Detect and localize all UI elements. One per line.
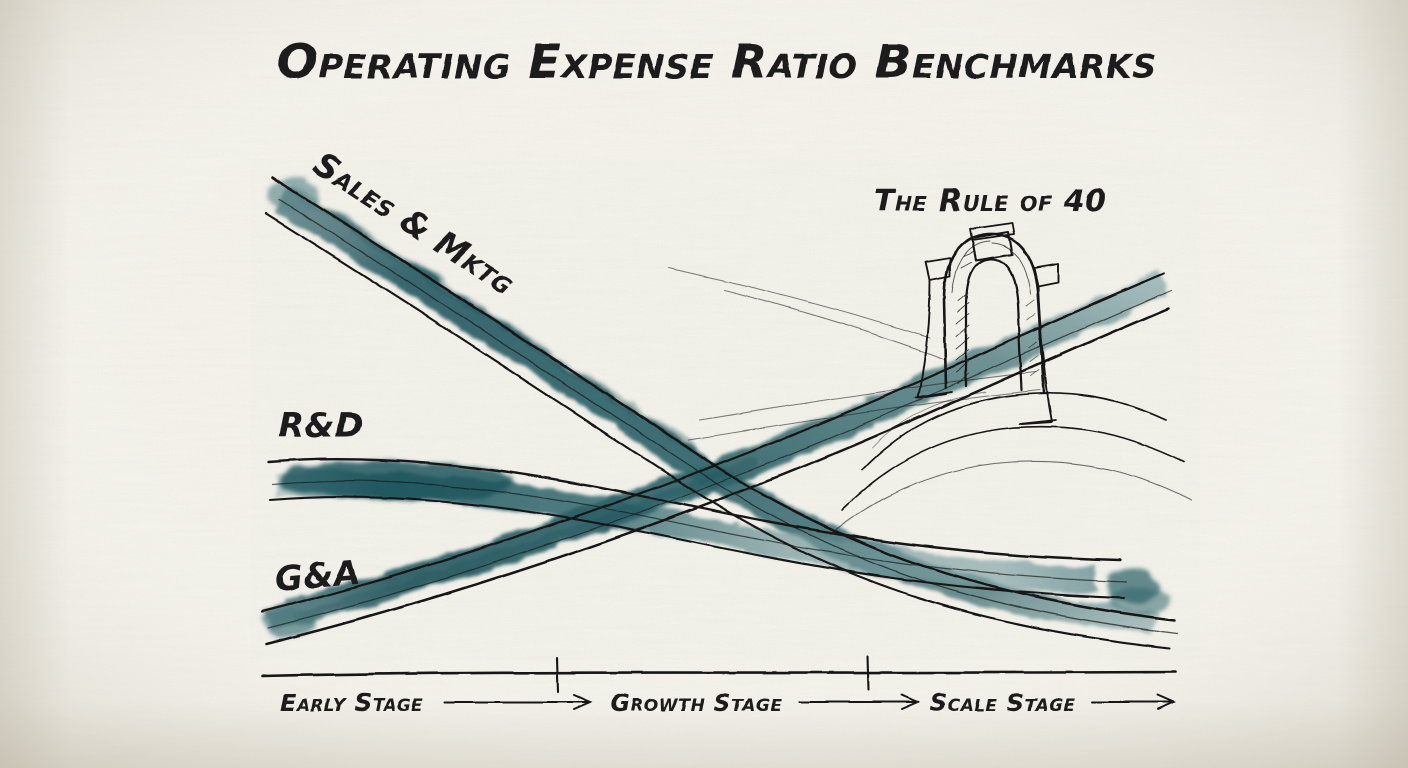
arch-hatching xyxy=(955,250,975,385)
perspective-ground-lines xyxy=(667,267,1041,441)
stage-label-early: Early Stage xyxy=(280,689,423,717)
stage-label-growth: Growth Stage xyxy=(610,689,782,717)
stage-arrow-2 xyxy=(799,694,921,710)
archway-sketch xyxy=(915,222,1059,425)
annotation-rule-of-40: The Rule of 40 xyxy=(874,184,1107,219)
line-gna xyxy=(260,272,1173,646)
line-rnd xyxy=(266,457,1127,600)
x-axis-group xyxy=(260,654,1178,710)
wash-grain-overlay xyxy=(250,160,1200,660)
arch-hatching-right xyxy=(1025,299,1040,377)
series-label-rnd: R&D xyxy=(278,406,364,446)
x-axis-tick-2 xyxy=(866,654,871,692)
x-axis-line xyxy=(260,670,1178,678)
page-title: Operating Expense Ratio Benchmarks xyxy=(277,35,1157,90)
stage-arrow-3 xyxy=(1091,694,1177,710)
winding-road xyxy=(829,391,1193,535)
stage-arrow-1 xyxy=(443,694,593,710)
series-label-gna: G&A xyxy=(273,553,362,600)
x-axis-tick-1 xyxy=(555,656,560,694)
series-label-sales-mktg: Sales & Mktg xyxy=(307,144,522,303)
stage-label-scale: Scale Stage xyxy=(930,689,1076,717)
